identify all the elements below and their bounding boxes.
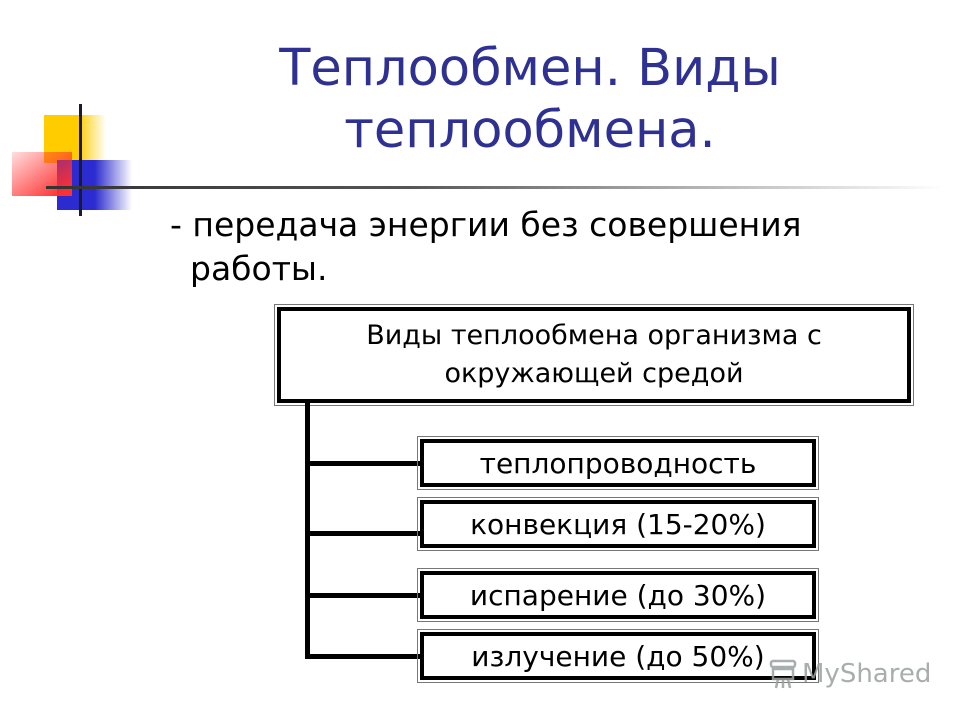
connector-branch-1 — [305, 461, 420, 466]
connector-branch-3 — [305, 593, 420, 598]
definition-line-2: работы. — [190, 249, 328, 288]
connector-branch-2 — [305, 531, 420, 536]
node-conduction-label: теплопроводность — [479, 446, 757, 480]
node-convection: конвекция (15-20%) — [417, 497, 819, 551]
root-node-box: Виды теплообмена организма с окружающей … — [274, 304, 914, 406]
definition-text: - передача энергии без совершения работы… — [170, 203, 910, 291]
title-line-2: теплообмена. — [344, 101, 716, 160]
node-radiation-label: излучение (до 50%) — [471, 639, 765, 673]
watermark-text: MyShared — [802, 659, 932, 689]
node-evaporation-label: испарение (до 30%) — [469, 578, 767, 612]
definition-line-1: - передача энергии без совершения — [170, 205, 802, 244]
title-divider-line — [46, 186, 946, 189]
watermark: MyShared — [768, 658, 931, 690]
logo-red-square — [12, 152, 72, 196]
root-node-line-1: Виды теплообмена организма с — [366, 320, 822, 351]
node-evaporation: испарение (до 30%) — [417, 568, 819, 622]
slide-title: Теплообмен. Виды теплообмена. — [200, 38, 860, 162]
logo-vertical-line — [79, 104, 82, 216]
title-line-1: Теплообмен. Виды — [279, 39, 781, 98]
node-radiation: излучение (до 50%) — [417, 629, 819, 683]
root-node-line-2: окружающей средой — [444, 358, 744, 389]
connector-branch-4 — [305, 654, 420, 659]
node-convection-label: конвекция (15-20%) — [470, 507, 766, 541]
node-conduction: теплопроводность — [417, 436, 819, 490]
presentation-board-icon — [769, 659, 797, 689]
